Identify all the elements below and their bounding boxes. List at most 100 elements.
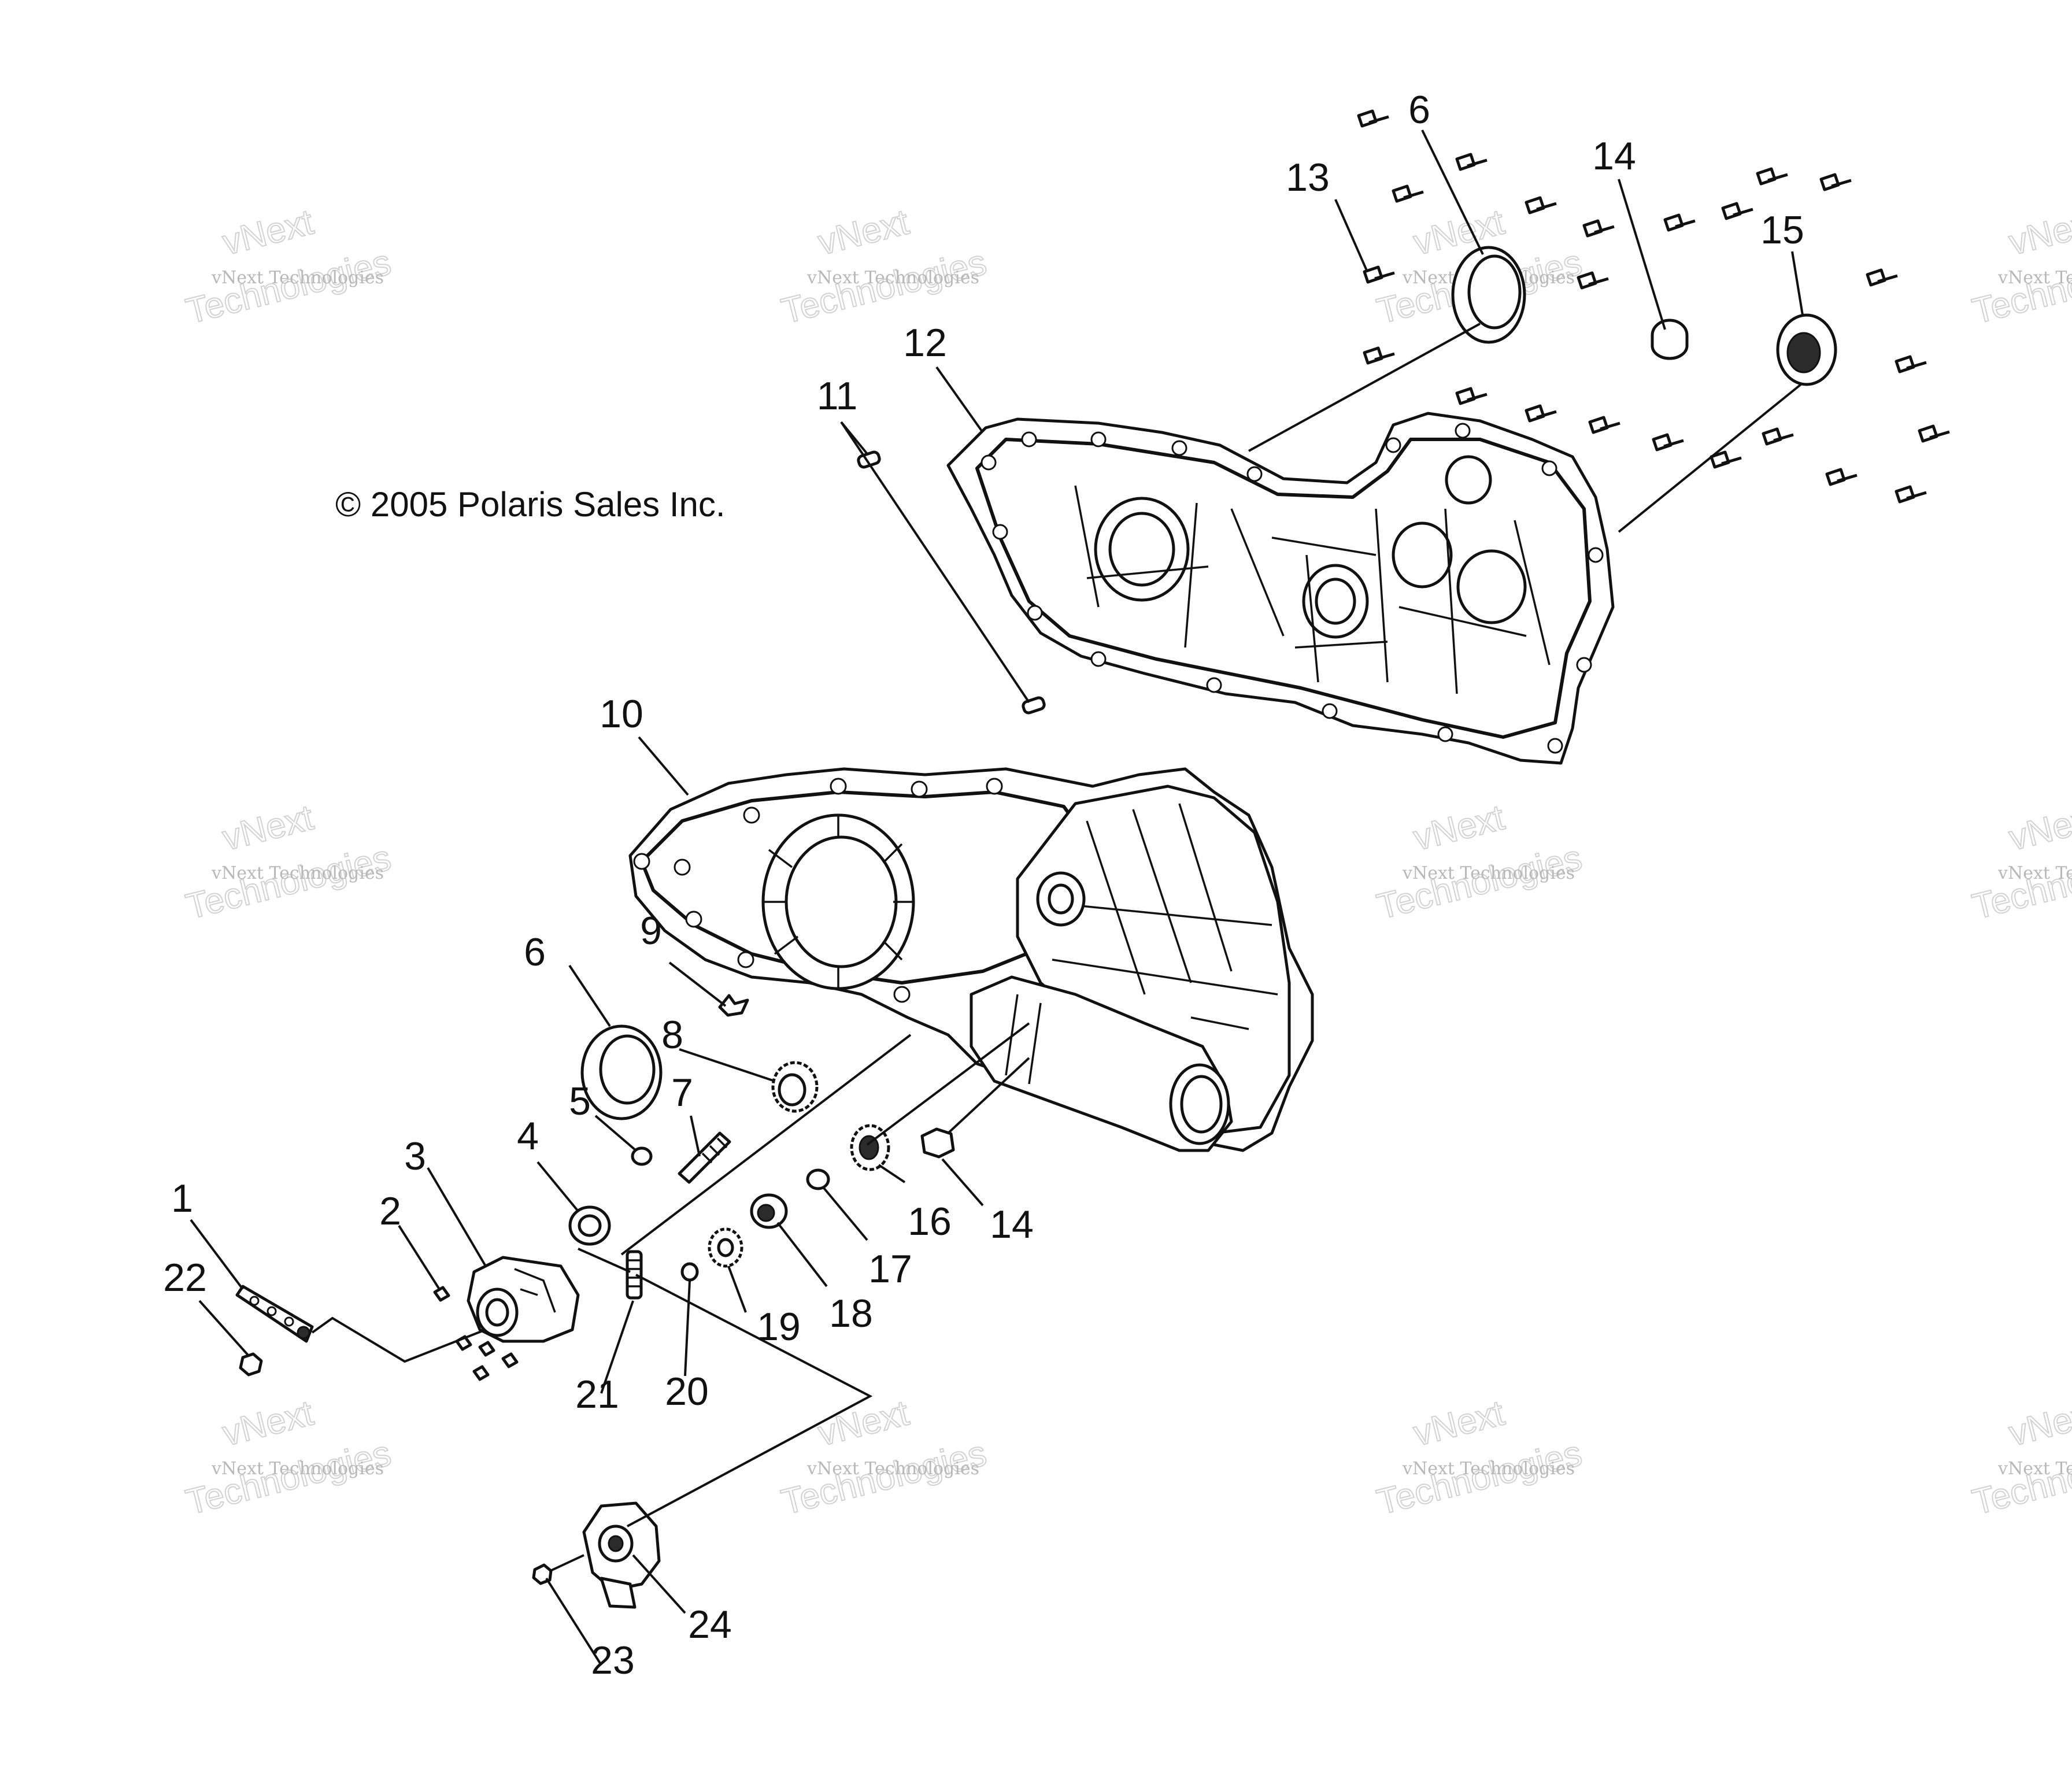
callout-6-upper: 6 <box>1408 88 1430 132</box>
watermark-big-a: vNext <box>2005 1393 2072 1454</box>
watermark: vNext Technologies vNext Technologies <box>1968 797 2072 928</box>
part-24-mount <box>582 1501 661 1609</box>
part-10-main-case <box>628 767 1314 1152</box>
part-6-lower-seal <box>580 1024 663 1120</box>
callout-6-lower: 6 <box>524 930 546 974</box>
watermark-big-a: vNext <box>219 1393 317 1454</box>
callout-11: 11 <box>817 374 858 418</box>
case-output-bore-inner <box>1180 1075 1223 1134</box>
cover-bore-left-inner <box>1108 512 1175 587</box>
part-3-pump-body <box>467 1256 580 1343</box>
callout-5: 5 <box>569 1079 591 1123</box>
watermark-small: vNext Technologies <box>806 1459 979 1479</box>
callout-7: 7 <box>671 1071 693 1115</box>
part-6-upper-seal <box>1451 246 1526 344</box>
part-16-gear <box>850 1124 890 1171</box>
watermark-big-a: vNext <box>2005 202 2072 263</box>
part-5-o-ring <box>631 1146 653 1166</box>
callout-18: 18 <box>829 1292 873 1335</box>
callout-12: 12 <box>903 321 947 365</box>
callout-13: 13 <box>1286 156 1330 199</box>
part-13-cover-bolts <box>1357 109 1950 504</box>
callout-4: 4 <box>517 1114 539 1158</box>
watermark: vNext Technologies vNext Technologies <box>1968 1393 2072 1523</box>
watermark-big-a: vNext <box>814 202 912 263</box>
watermark-small: vNext Technologies <box>1997 268 2072 288</box>
part-8-gear <box>771 1061 819 1113</box>
part-19-gear <box>708 1227 743 1268</box>
watermark-small: vNext Technologies <box>1402 1459 1575 1479</box>
case-bore-inner <box>785 835 898 968</box>
case-boss-inner <box>1048 883 1074 915</box>
callout-23: 23 <box>591 1638 635 1682</box>
part-1-link-plate <box>235 1285 314 1343</box>
cover-outline <box>946 412 1615 765</box>
callout-24: 24 <box>688 1603 732 1646</box>
case-bore-spokes <box>763 815 913 989</box>
watermark-big-a: vNext <box>219 202 317 263</box>
cover-bore-right-a <box>1392 521 1453 589</box>
leader-lines <box>190 130 1804 1666</box>
part-7-shaft <box>678 1131 731 1184</box>
cover-ribs <box>1074 485 1551 694</box>
watermark: vNext Technologies vNext Technologies <box>777 1393 991 1523</box>
case-output-housing <box>970 975 1233 1152</box>
cover-bore-right-b <box>1456 549 1527 624</box>
watermark-small: vNext Technologies <box>211 1459 384 1479</box>
callout-3: 3 <box>404 1134 426 1178</box>
cover-bolt-holes <box>980 423 1604 754</box>
callout-17: 17 <box>868 1247 912 1291</box>
cover-gasket-line <box>975 438 1592 739</box>
part-17-ring <box>806 1168 830 1190</box>
cover-boss-top <box>1445 455 1492 505</box>
part-14-upper-plug <box>1651 319 1689 360</box>
callout-1: 1 <box>171 1176 193 1220</box>
callout-2: 2 <box>379 1189 401 1233</box>
watermark: vNext Technologies vNext Technologies <box>1968 202 2072 332</box>
watermark-small: vNext Technologies <box>1402 863 1575 883</box>
callout-16: 16 <box>908 1200 952 1244</box>
callout-22: 22 <box>163 1256 207 1300</box>
callout-15: 15 <box>1760 208 1804 252</box>
part-9-clip <box>718 994 749 1017</box>
case-output-rings <box>1005 994 1042 1085</box>
part-15-bearing <box>1776 313 1837 386</box>
callout-10: 10 <box>600 692 643 736</box>
watermark-small: vNext Technologies <box>806 268 979 288</box>
part-20-washer <box>680 1262 699 1282</box>
watermark: vNext Technologies vNext Technologies <box>1372 797 1586 928</box>
cover-bore-center-inner <box>1315 578 1356 625</box>
part-18-bearing <box>750 1193 788 1229</box>
watermark: vNext Technologies vNext Technologies <box>777 202 991 332</box>
callout-20: 20 <box>665 1370 709 1414</box>
part-14-lower-plug <box>920 1127 955 1159</box>
watermark-big-a: vNext <box>1409 1393 1508 1454</box>
callout-9: 9 <box>640 909 662 953</box>
callout-19: 19 <box>757 1305 801 1349</box>
watermark: vNext Technologies vNext Technologies <box>182 1393 395 1523</box>
copyright-notice: © 2005 Polaris Sales Inc. <box>335 485 726 524</box>
watermark: vNext Technologies vNext Technologies <box>182 202 395 332</box>
case-gearbox-details <box>1040 803 1278 1030</box>
watermark-big-a: vNext <box>1409 798 1508 859</box>
watermark-big-a: vNext <box>2005 798 2072 859</box>
part-4-bushing <box>568 1205 611 1246</box>
watermark-small: vNext Technologies <box>211 863 384 883</box>
callout-21: 21 <box>575 1372 619 1416</box>
watermark-big-a: vNext <box>219 798 317 859</box>
part-21-spring <box>626 1250 643 1300</box>
part-12-outer-cover <box>946 412 1615 765</box>
watermark: vNext Technologies vNext Technologies <box>1372 1393 1586 1523</box>
watermark-small: vNext Technologies <box>1997 1459 2072 1479</box>
callout-14-upper: 14 <box>1592 134 1636 178</box>
part-22-nut <box>239 1352 263 1377</box>
watermark-small: vNext Technologies <box>211 268 384 288</box>
case-bolt-holes <box>633 778 1003 1003</box>
callout-labels: 1 22 2 3 4 5 6 7 8 9 10 11 12 13 6 14 15… <box>163 88 1804 1682</box>
callout-14-lower: 14 <box>990 1202 1034 1246</box>
watermark: vNext Technologies vNext Technologies <box>182 797 395 928</box>
watermark-small: vNext Technologies <box>1997 863 2072 883</box>
watermark-big-a: vNext <box>814 1393 912 1454</box>
callout-8: 8 <box>661 1013 683 1057</box>
